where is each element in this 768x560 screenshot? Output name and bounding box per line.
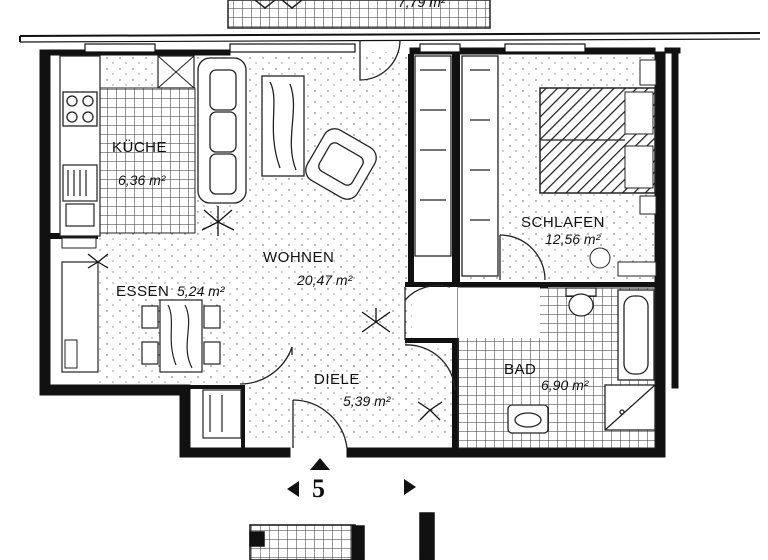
arrow-left-icon (287, 481, 299, 497)
windows (84, 43, 586, 53)
unit-number: 5 (312, 474, 325, 503)
room-area-kueche: 6,36 m² (118, 172, 166, 188)
bed-icon (539, 87, 656, 194)
sink-icon (507, 404, 549, 434)
staircase (249, 512, 435, 560)
toilet-icon (565, 287, 597, 317)
room-area-schlafen: 12,56 m² (545, 231, 601, 247)
room-area-diele: 5,39 m² (343, 393, 391, 409)
plant-icon (87, 206, 443, 421)
room-label-kueche: KÜCHE (112, 139, 168, 156)
room-area-bad: 6,90 m² (541, 377, 589, 393)
arrow-up-icon (310, 458, 330, 470)
room-label-essen: ESSEN (116, 283, 170, 300)
balcony (227, 0, 491, 29)
shower-icon (604, 384, 656, 431)
armchair-icon (305, 128, 377, 200)
kitchen (59, 55, 196, 249)
sink-icon (62, 164, 98, 227)
arrow-right-icon (404, 479, 416, 495)
room-area-balkon: 7,79 m² (398, 0, 446, 10)
wardrobe-icon (414, 55, 499, 277)
sofa-icon (197, 57, 247, 204)
bedroom (539, 59, 657, 277)
table-icon (141, 299, 221, 373)
bathroom (457, 287, 656, 449)
room-label-diele: DIELE (314, 371, 360, 388)
entrance-markers (287, 458, 416, 497)
dining-area (61, 261, 221, 373)
room-label-schlafen: SCHLAFEN (521, 214, 606, 231)
stove-icon (62, 91, 98, 127)
room-label-bad: BAD (504, 361, 537, 378)
room-area-wohnen: 20,47 m² (297, 272, 353, 288)
room-label-wohnen: WOHNEN (263, 249, 335, 266)
room-area-essen: 5,24 m² (177, 283, 225, 299)
living-furniture (197, 55, 499, 277)
hall-cabinet (202, 389, 242, 439)
bathtub-icon (617, 289, 655, 381)
